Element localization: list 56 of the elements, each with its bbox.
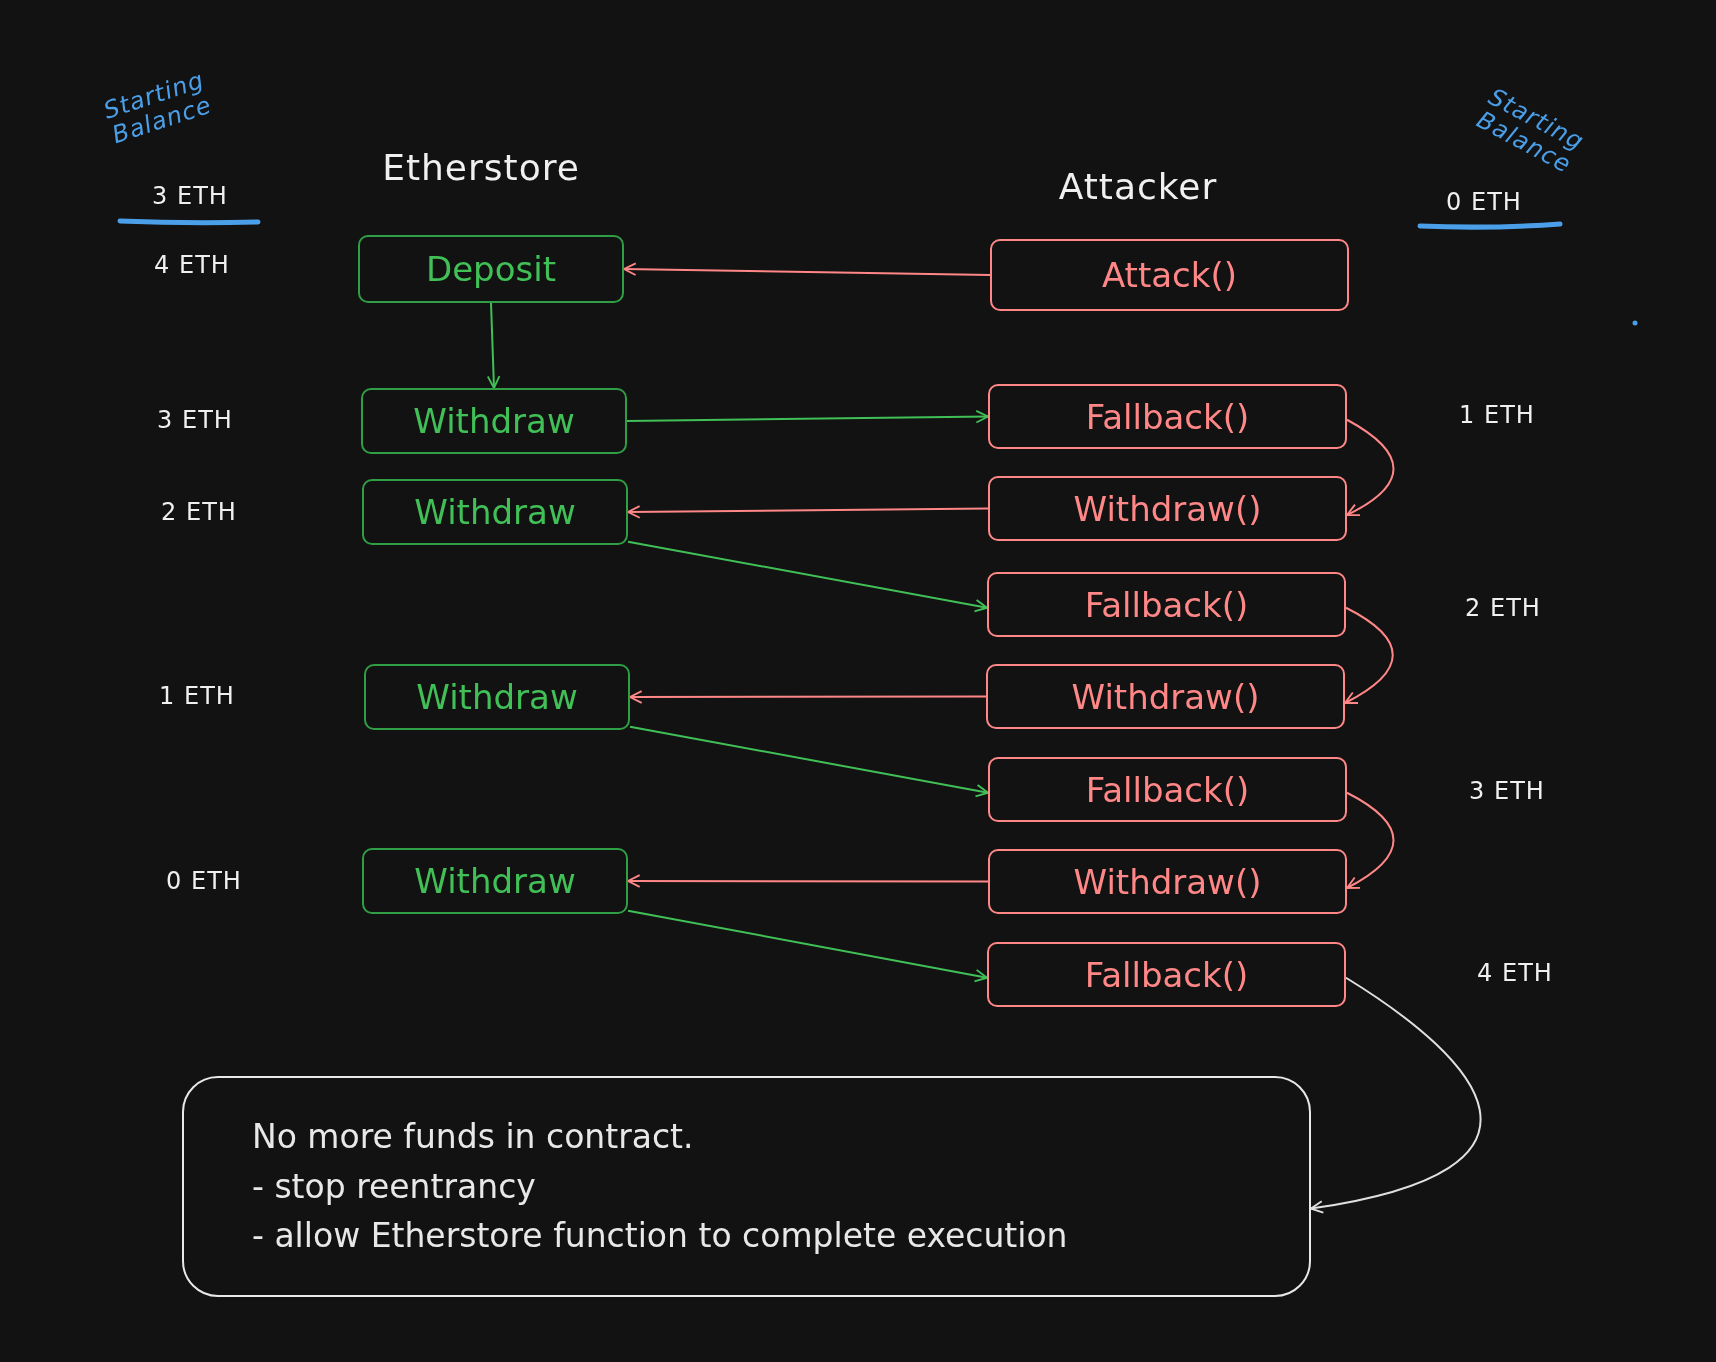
- balance-value: 2 ETH: [161, 498, 237, 526]
- column-heading: Attacker: [1058, 165, 1218, 207]
- balance-value: 1 ETH: [159, 682, 235, 710]
- arrow: [627, 505, 989, 519]
- note-text: - stop reentrancy: [252, 1165, 536, 1208]
- arrow: [1346, 418, 1395, 516]
- process-box: [987, 572, 1346, 637]
- process-box: [990, 239, 1349, 311]
- arrow: [627, 874, 989, 888]
- balance-value: 0 ETH: [166, 867, 242, 895]
- arrow: [626, 409, 989, 424]
- balance-value: 0 ETH: [1446, 188, 1522, 216]
- arrow: [1346, 791, 1395, 889]
- arrow: [629, 725, 989, 798]
- arrow: [627, 540, 988, 613]
- box-label: Withdraw(): [1073, 861, 1262, 902]
- box-label: Withdraw: [416, 677, 578, 717]
- process-box: [988, 384, 1347, 449]
- arrow: [1310, 976, 1481, 1214]
- balance-value: 4 ETH: [1477, 959, 1553, 987]
- box-label: Withdraw(): [1073, 488, 1262, 529]
- box-label: Attack(): [1101, 255, 1238, 295]
- balance-value: 3 ETH: [157, 406, 233, 434]
- box-label: Fallback(): [1084, 954, 1249, 995]
- box-label: Fallback(): [1085, 769, 1250, 810]
- note-text: - allow Etherstore function to complete execution: [252, 1215, 1068, 1258]
- box-label: Withdraw: [413, 401, 575, 441]
- process-box: [986, 664, 1345, 729]
- box-label: Withdraw: [414, 861, 576, 901]
- process-box: [988, 849, 1347, 914]
- balance-value: 1 ETH: [1459, 401, 1535, 429]
- process-box: [362, 848, 628, 914]
- note-text: No more funds in contract.: [252, 1116, 694, 1159]
- box-label: Withdraw(): [1071, 676, 1260, 717]
- process-box: [361, 388, 627, 454]
- balance-value: 3 ETH: [152, 182, 228, 210]
- process-box: [362, 479, 628, 545]
- arrow: [627, 909, 988, 983]
- column-heading: Etherstore: [382, 146, 580, 188]
- process-box: [988, 476, 1347, 541]
- process-box: [987, 942, 1346, 1007]
- box-label: Deposit: [426, 249, 556, 289]
- arrow: [486, 302, 501, 389]
- balance-value: 4 ETH: [154, 251, 230, 279]
- process-box: [988, 757, 1347, 822]
- balance-value: 2 ETH: [1465, 594, 1541, 622]
- box-label: Fallback(): [1084, 584, 1249, 625]
- arrow: [1344, 606, 1394, 704]
- balance-value: 3 ETH: [1469, 777, 1545, 805]
- process-box: [364, 664, 630, 730]
- box-label: Withdraw: [414, 492, 576, 532]
- box-label: Fallback(): [1085, 396, 1250, 437]
- process-box: [358, 235, 624, 303]
- note-box: [182, 1076, 1311, 1297]
- arrow: [629, 690, 987, 704]
- arrow: [623, 262, 991, 276]
